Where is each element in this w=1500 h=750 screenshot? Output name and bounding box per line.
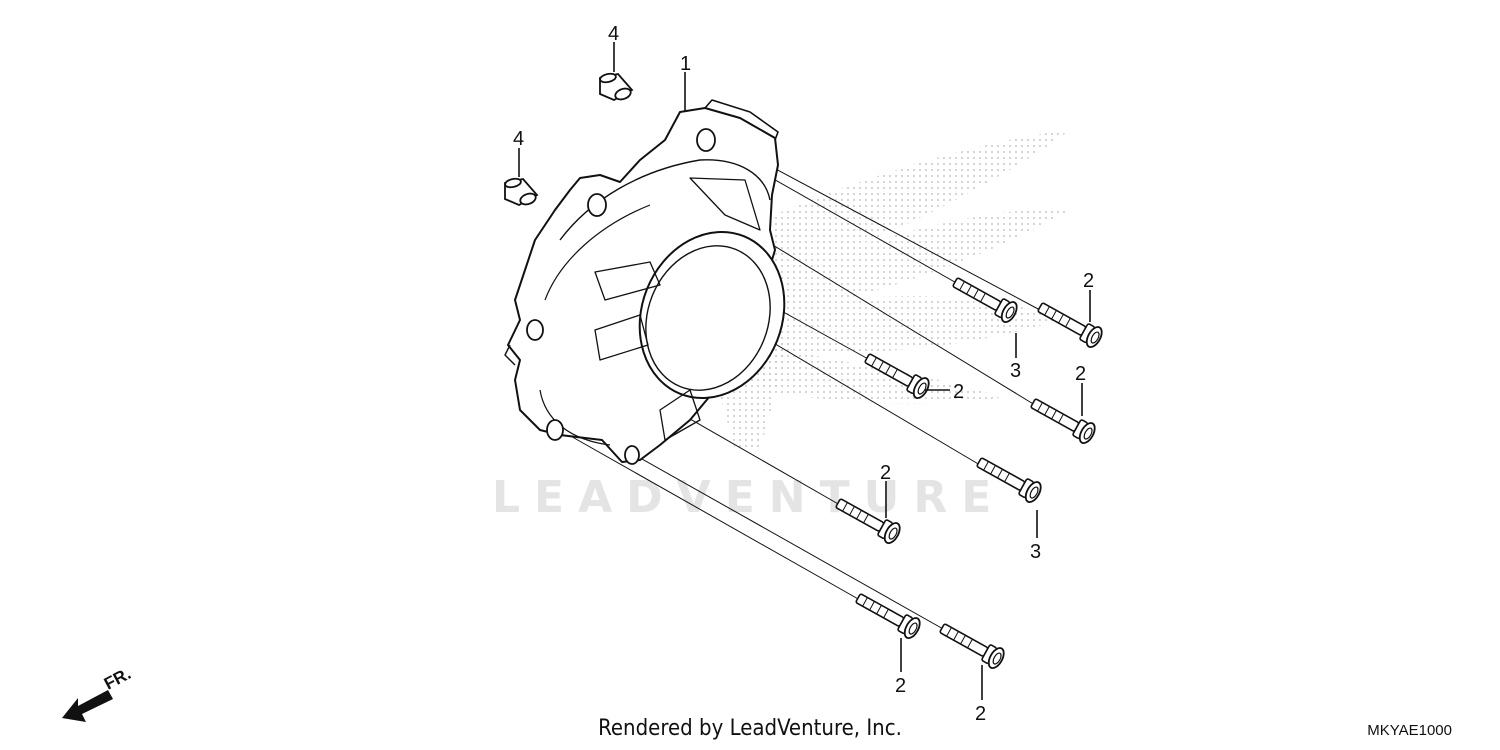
callout-part-3-top: 3 <box>1010 360 1021 382</box>
bolt-2-bottom-right <box>935 617 1008 672</box>
diagram-code: MKYAE1000 <box>1367 722 1452 739</box>
callout-labels: 1 4 4 2 3 2 2 2 3 2 2 <box>513 23 1094 725</box>
callout-part-2-center: 2 <box>953 381 964 403</box>
callout-part-4-top: 4 <box>608 23 619 45</box>
render-credit: Rendered by LeadVenture, Inc. <box>598 716 902 741</box>
callout-part-2-lower-center: 2 <box>880 462 891 484</box>
dowel-pin-top <box>599 72 634 102</box>
leader-lines <box>518 42 1091 700</box>
front-direction-label: FR. <box>101 664 134 694</box>
callout-part-4-left: 4 <box>513 128 524 150</box>
callout-part-2-bottom-left: 2 <box>895 675 906 697</box>
callout-part-2-bottom-right: 2 <box>975 703 986 725</box>
callout-part-2-top-right: 2 <box>1083 270 1094 292</box>
callout-part-3-lower: 3 <box>1030 541 1041 563</box>
dowel-pin-left <box>504 177 539 207</box>
front-direction-arrow: FR. <box>62 664 134 722</box>
watermark-text: LEADVENTURE <box>492 472 1005 523</box>
bolt-2-mid-right <box>1026 392 1099 447</box>
callout-part-2-mid-right: 2 <box>1075 363 1086 385</box>
callout-part-1: 1 <box>680 53 691 75</box>
generator-cover <box>504 99 786 465</box>
bolt-2-bottom-left <box>851 587 924 642</box>
